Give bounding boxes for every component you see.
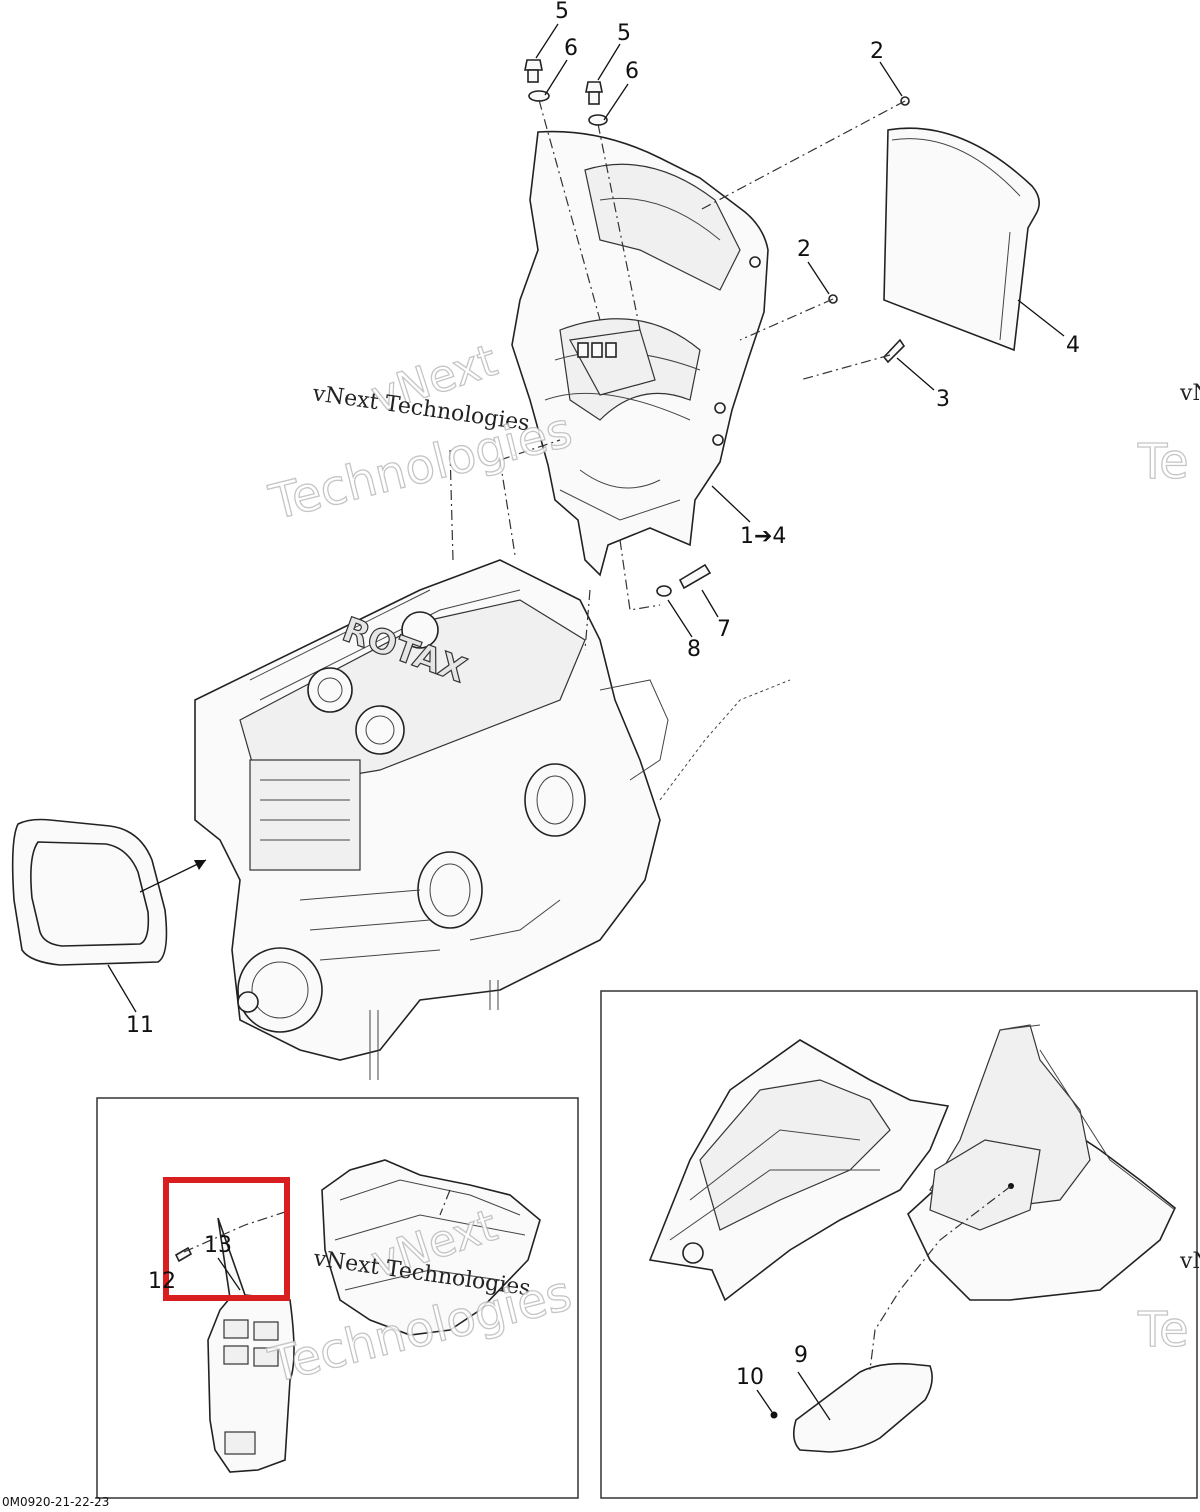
watermark-edge-big-bottom: Te bbox=[1137, 1302, 1189, 1358]
callout-3: 3 bbox=[936, 387, 950, 412]
watermark-edge-small-top: vN bbox=[1179, 381, 1200, 406]
screw-part-3 bbox=[882, 338, 906, 364]
watermark-edge-big-top: Te bbox=[1137, 434, 1189, 490]
callout-9: 9 bbox=[794, 1343, 808, 1368]
drawing-code: 0M0920-21-22-23 bbox=[2, 1495, 109, 1508]
callout-7: 7 bbox=[717, 617, 731, 642]
washer-part-8 bbox=[656, 585, 672, 597]
callout-5a: 5 bbox=[555, 0, 569, 24]
callout-labels: 5 6 5 6 2 2 4 3 1➔4 7 8 11 13 12 9 10 bbox=[126, 0, 1080, 1390]
fastener-parts bbox=[174, 59, 910, 1419]
cover-panel-part-4 bbox=[883, 127, 1040, 352]
callout-6a: 6 bbox=[564, 36, 578, 61]
callout-11: 11 bbox=[126, 1013, 154, 1038]
hood-body bbox=[648, 1024, 1176, 1302]
assembly-lines bbox=[183, 99, 1012, 1371]
panel-part-9 bbox=[792, 1362, 933, 1453]
callout-2a: 2 bbox=[870, 39, 884, 64]
gasket-frame-part-11 bbox=[11, 818, 168, 966]
plate-part-13 bbox=[207, 1217, 295, 1473]
highlight-box-part-13 bbox=[163, 1177, 290, 1301]
callout-4: 4 bbox=[1066, 333, 1080, 358]
callout-6b: 6 bbox=[625, 59, 639, 84]
leader-lines bbox=[107, 23, 1065, 1421]
intake-duct-part-1 bbox=[511, 130, 769, 577]
nut-part-5b bbox=[585, 81, 603, 93]
callout-8: 8 bbox=[687, 637, 701, 662]
screw-part-12 bbox=[174, 1246, 193, 1263]
callout-2b: 2 bbox=[797, 237, 811, 262]
callout-1-4: 1➔4 bbox=[740, 524, 786, 549]
callout-12: 12 bbox=[148, 1269, 176, 1294]
nut-part-5a bbox=[524, 59, 543, 71]
inset-frame-right bbox=[600, 990, 1198, 1499]
callout-13: 13 bbox=[204, 1233, 232, 1258]
callout-10: 10 bbox=[736, 1365, 764, 1390]
grommet-part-10 bbox=[770, 1411, 778, 1419]
bolt-part-7 bbox=[678, 563, 712, 590]
inset-frame-left bbox=[96, 1097, 579, 1499]
airbox-assembly bbox=[321, 1159, 541, 1336]
callout-5b: 5 bbox=[617, 21, 631, 46]
watermark-top-bottom-word: Technologies bbox=[264, 402, 578, 531]
engine-block: ROTAX bbox=[194, 559, 791, 1080]
watermark-edge-small-bottom: vN bbox=[1179, 1249, 1200, 1274]
